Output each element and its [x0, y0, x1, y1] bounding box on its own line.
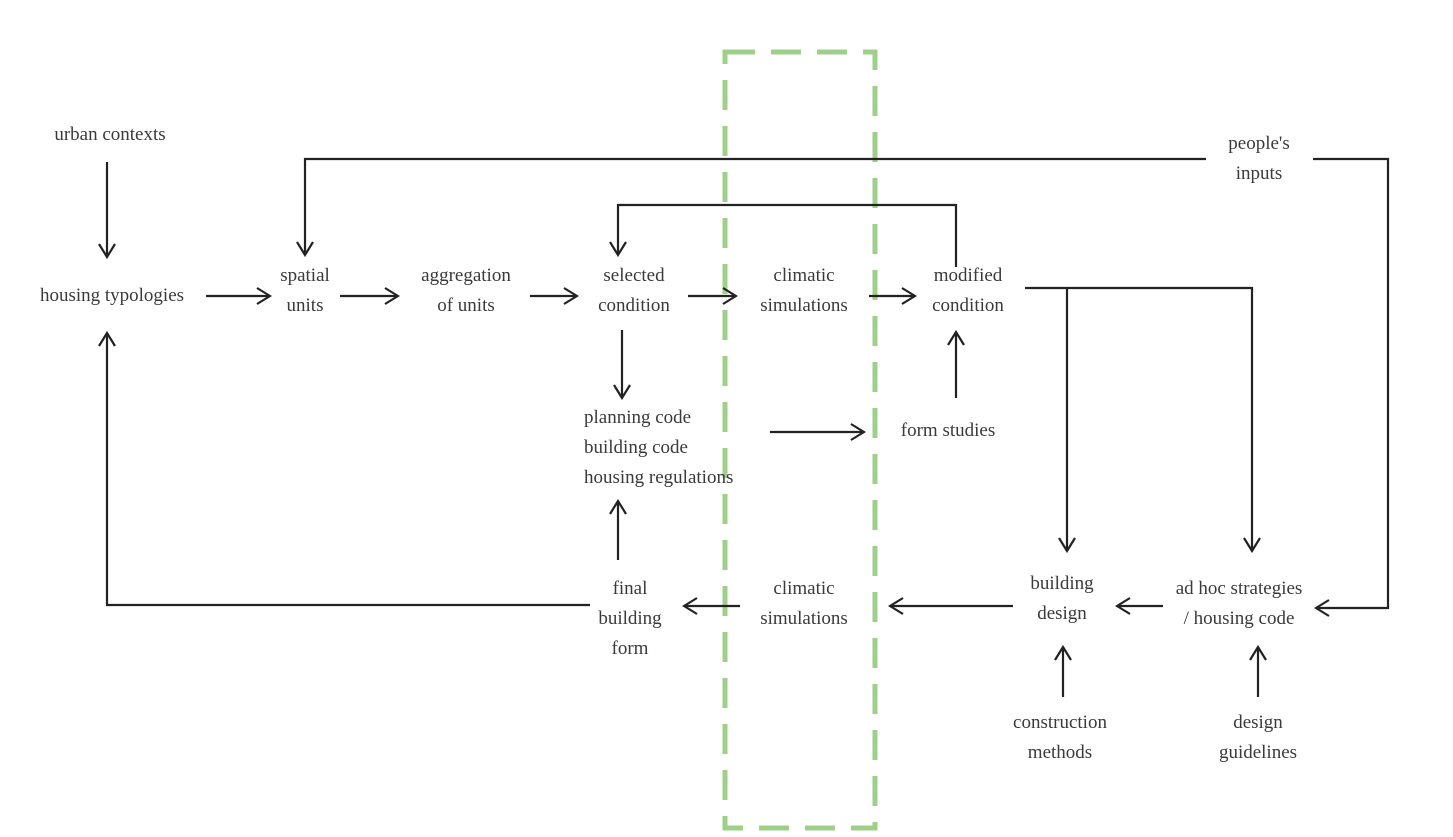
node-label-line: climatic — [773, 578, 835, 599]
node-form-studies: form studies — [880, 416, 1016, 446]
node-label-line: selected — [603, 265, 665, 286]
node-ad-hoc-strategies: ad hoc strategies / housing code — [1164, 574, 1314, 634]
node-label-line: housing regulations — [584, 467, 734, 488]
node-spatial-units: spatial units — [266, 261, 344, 321]
node-label-line: people's — [1228, 133, 1290, 154]
node-housing-typologies: housing typologies — [18, 281, 206, 311]
node-label-line: condition — [598, 295, 670, 316]
node-construction-methods: construction methods — [994, 708, 1126, 768]
node-label-line: design — [1037, 603, 1087, 624]
node-modified-condition: modified condition — [912, 261, 1024, 321]
node-label-line: building — [598, 608, 662, 629]
node-label-line: building — [1030, 573, 1094, 594]
node-label-line: building code — [584, 437, 688, 458]
node-building-design: building design — [1012, 569, 1112, 629]
node-label-line: construction — [1013, 712, 1107, 733]
node-label-line: simulations — [760, 608, 848, 629]
node-label-line: / housing code — [1183, 608, 1295, 629]
arrow-modified-loop-to-selected — [618, 203, 958, 267]
node-urban-contexts: urban contexts — [40, 120, 180, 150]
node-label-line: condition — [932, 295, 1004, 316]
arrow-modified-to-ad-hoc — [1067, 286, 1252, 551]
arrow-modified-to-building-design — [1025, 286, 1067, 551]
node-climatic-simulations-bottom: climatic simulations — [742, 574, 866, 634]
node-codes: planning code building code housing regu… — [584, 403, 779, 493]
node-label-line: housing typologies — [39, 285, 185, 306]
arrow-final-form-to-housing-typologies — [107, 333, 590, 607]
node-selected-condition: selected condition — [580, 261, 688, 321]
node-label-line: form studies — [900, 420, 996, 441]
node-label-line: design — [1233, 712, 1283, 733]
arrow-peoples-inputs-to-ad-hoc — [1313, 157, 1390, 608]
node-label-line: planning code — [584, 407, 692, 428]
node-label-line: climatic — [773, 265, 835, 286]
node-label-line: methods — [1027, 742, 1093, 763]
node-label-line: final — [612, 578, 648, 599]
node-label-line: units — [286, 295, 324, 316]
node-label-line: guidelines — [1218, 742, 1298, 763]
node-label-line: form — [611, 638, 649, 659]
node-final-building-form: final building form — [580, 574, 680, 664]
node-label-line: ad hoc strategies — [1175, 578, 1303, 599]
node-label-line: simulations — [760, 295, 848, 316]
arrow-peoples-inputs-to-spatial-units — [305, 157, 1206, 255]
node-label-line: urban contexts — [54, 124, 166, 145]
node-label-line: inputs — [1235, 163, 1283, 184]
node-climatic-simulations-top: climatic simulations — [742, 261, 866, 321]
node-label-line: modified — [933, 265, 1003, 286]
node-label-line: of units — [437, 295, 495, 316]
climatic-simulation-dashed-frame — [722, 49, 878, 831]
node-label-line: aggregation — [421, 265, 511, 286]
node-label-line: spatial — [280, 265, 330, 286]
node-design-guidelines: design guidelines — [1200, 708, 1316, 768]
node-aggregation-of-units: aggregation of units — [404, 261, 528, 321]
node-peoples-inputs: people's inputs — [1206, 129, 1312, 189]
